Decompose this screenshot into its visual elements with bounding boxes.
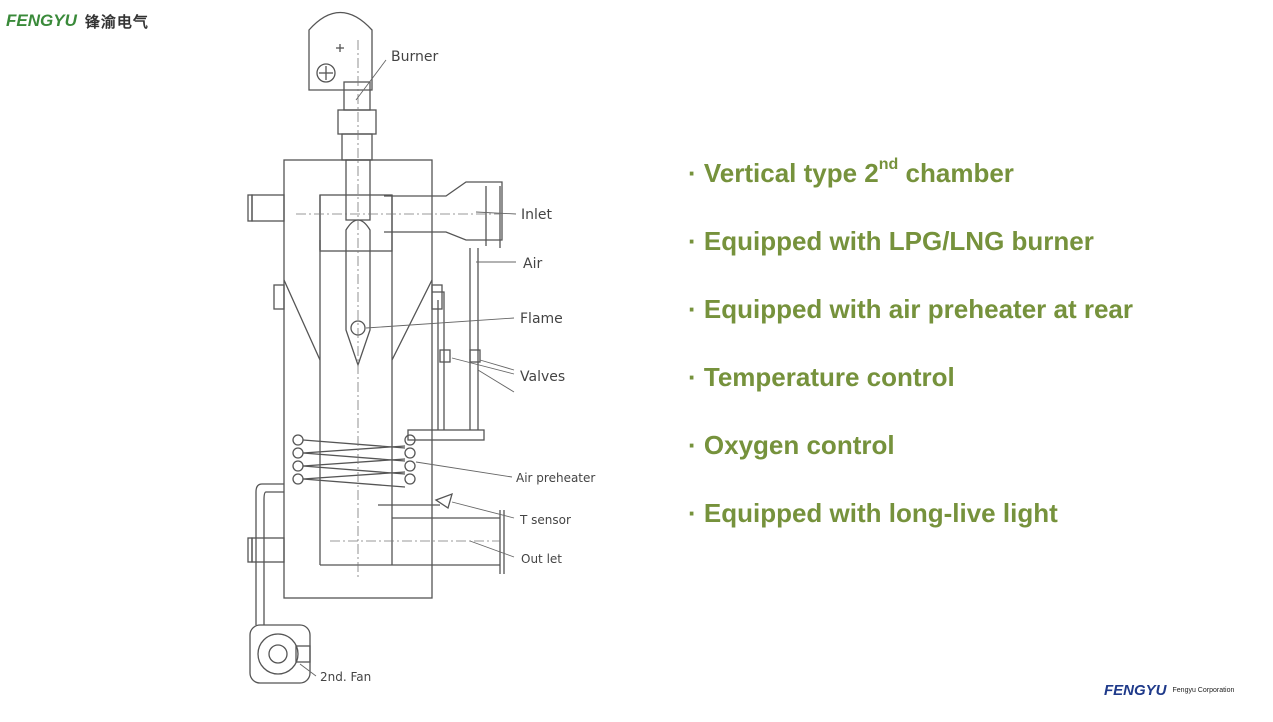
bullet-text-post: chamber [898,158,1014,188]
logo-bottom-part-a: FE [1104,682,1124,699]
company-logo-top: FENGYU 锋渝电气 [6,6,149,36]
air-preheater-coils [292,434,416,488]
bullet-air-preheater: · Equipped with air preheater at rear [688,294,1133,324]
bullet-superscript: nd [878,156,899,173]
bullet-text-pre: · Vertical type 2 [688,158,879,188]
label-burner: Burner [391,49,438,65]
second-fan-rotor [257,633,299,675]
valve-1 [439,349,451,363]
bullet-temperature-control: · Temperature control [688,362,955,392]
flame-shape [345,219,371,368]
inlet-duct [384,181,503,241]
label-air-preheater: Air preheater [516,471,595,485]
bullet-burner: · Equipped with LPG/LNG burner [688,226,1094,256]
bullet-vertical-chamber: · Vertical type 2nd chamber [688,150,1133,218]
logo-wordmark: FENGYU [6,11,77,31]
label-t-sensor: T sensor [519,513,571,527]
valve-2 [469,349,481,363]
logo-wordmark-bottom: FENGYU [1104,682,1167,699]
label-second-fan: 2nd. Fan [320,670,371,684]
outlet-duct [392,517,500,566]
label-flame: Flame [520,311,563,327]
company-logo-bottom: FENGYU Fengyu Corporation [1104,682,1234,699]
label-inlet: Inlet [521,207,553,223]
logo-chinese-name: 锋渝电气 [84,13,149,31]
logo-bottom-part-b: NGYU [1123,682,1167,699]
label-air: Air [523,256,542,272]
label-valves: Valves [520,369,565,385]
logo-word-part-b: NGYU [27,11,77,30]
label-outlet: Out let [521,552,562,566]
burner-housing [308,11,373,91]
bullet-oxygen-control: · Oxygen control [688,430,895,460]
logo-word-part-a: FE [6,11,28,30]
left-flange-top [251,194,285,222]
bullet-long-live-light: · Equipped with long-live light [688,498,1058,528]
logo-corporation-name: Fengyu Corporation [1172,687,1235,694]
feature-bullet-list: · Vertical type 2nd chamber · Equipped w… [688,150,1133,558]
burner-fan-circle [316,63,336,83]
